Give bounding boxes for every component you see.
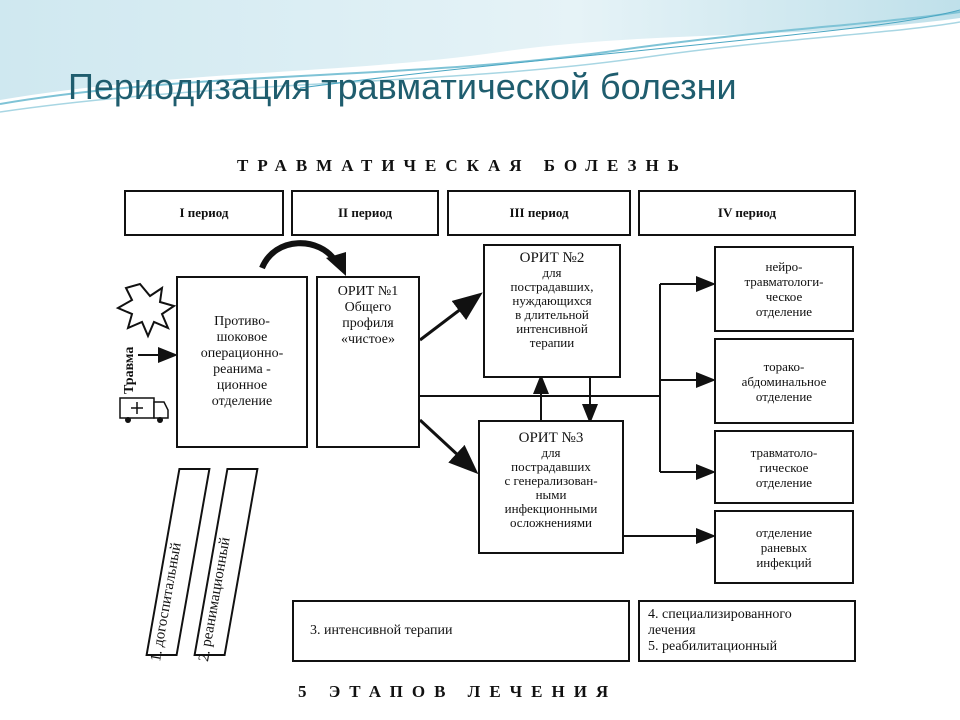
orit3-title: ОРИТ №3 [518,430,584,446]
orit2-title: ОРИТ №2 [519,250,585,266]
period-1-label: I период [179,205,229,220]
wound-dept-text: отделение раневых инфекций [755,524,813,570]
curved-arrow [259,240,339,270]
top-wave [0,0,960,100]
orit3-body: для пострадавших с генерализован- ными и… [504,445,598,530]
diagram-footer: 5 ЭТАПОВ ЛЕЧЕНИЯ [298,682,618,701]
diagram-header: ТРАВМАТИЧЕСКАЯ БОЛЕЗНЬ [237,156,688,175]
arrow-orit1-orit2 [419,292,483,342]
stage-45-label: 4. специализированного лечения 5. реабил… [648,607,792,654]
curved-arrow-head [326,252,346,276]
orit1-text: ОРИТ №1 Общего профиля «чистое» [337,284,399,347]
wound-dept-box: отделение раневых инфекций [714,510,854,584]
orit2-box: ОРИТ №2 для пострадавших, нуждающихся в … [483,244,621,378]
period-3-box: III период [447,190,631,236]
antishock-box: Противо- шоковое операционно- реанима - … [176,276,308,448]
thoraco-dept-box: торако- абдоминальное отделение [714,338,854,424]
period-3-label: III период [509,205,569,220]
orit1-box: ОРИТ №1 Общего профиля «чистое» [316,276,420,448]
stage-3-label: 3. интенсивной терапии [310,623,453,638]
antishock-text: Противо- шоковое операционно- реанима - … [200,314,284,409]
neuro-dept-box: нейро- травматологи- ческое отделение [714,246,854,332]
period-4-box: IV период [638,190,856,236]
orit2-body: для пострадавших, нуждающихся в длительн… [510,265,594,350]
thoraco-dept-text: торако- абдоминальное отделение [741,358,827,404]
neuro-dept-text: нейро- травматологи- ческое отделение [744,259,824,319]
explosion-icon [115,282,177,339]
period-1-box: I период [124,190,284,236]
trauma-label: Травма [122,346,137,394]
wave-line-3 [299,9,960,89]
trauma-dept-box: травматоло- гическое отделение [714,430,854,504]
stage-45-box: 4. специализированного лечения 5. реабил… [638,600,856,662]
wave-line-2 [0,21,960,113]
slide-title: Периодизация травматической болезни [68,66,737,107]
period-2-label: II период [337,205,393,220]
stage-3-box: 3. интенсивной терапии [292,600,630,662]
wave-line-1 [0,11,960,105]
ambulance-icon [119,397,169,423]
trauma-dept-text: травматоло- гическое отделение [750,444,818,490]
period-2-box: II период [291,190,439,236]
arrow-orit1-orit3 [418,418,479,475]
period-4-label: IV период [717,205,777,220]
orit3-box: ОРИТ №3 для пострадавших с генерализован… [478,420,624,554]
